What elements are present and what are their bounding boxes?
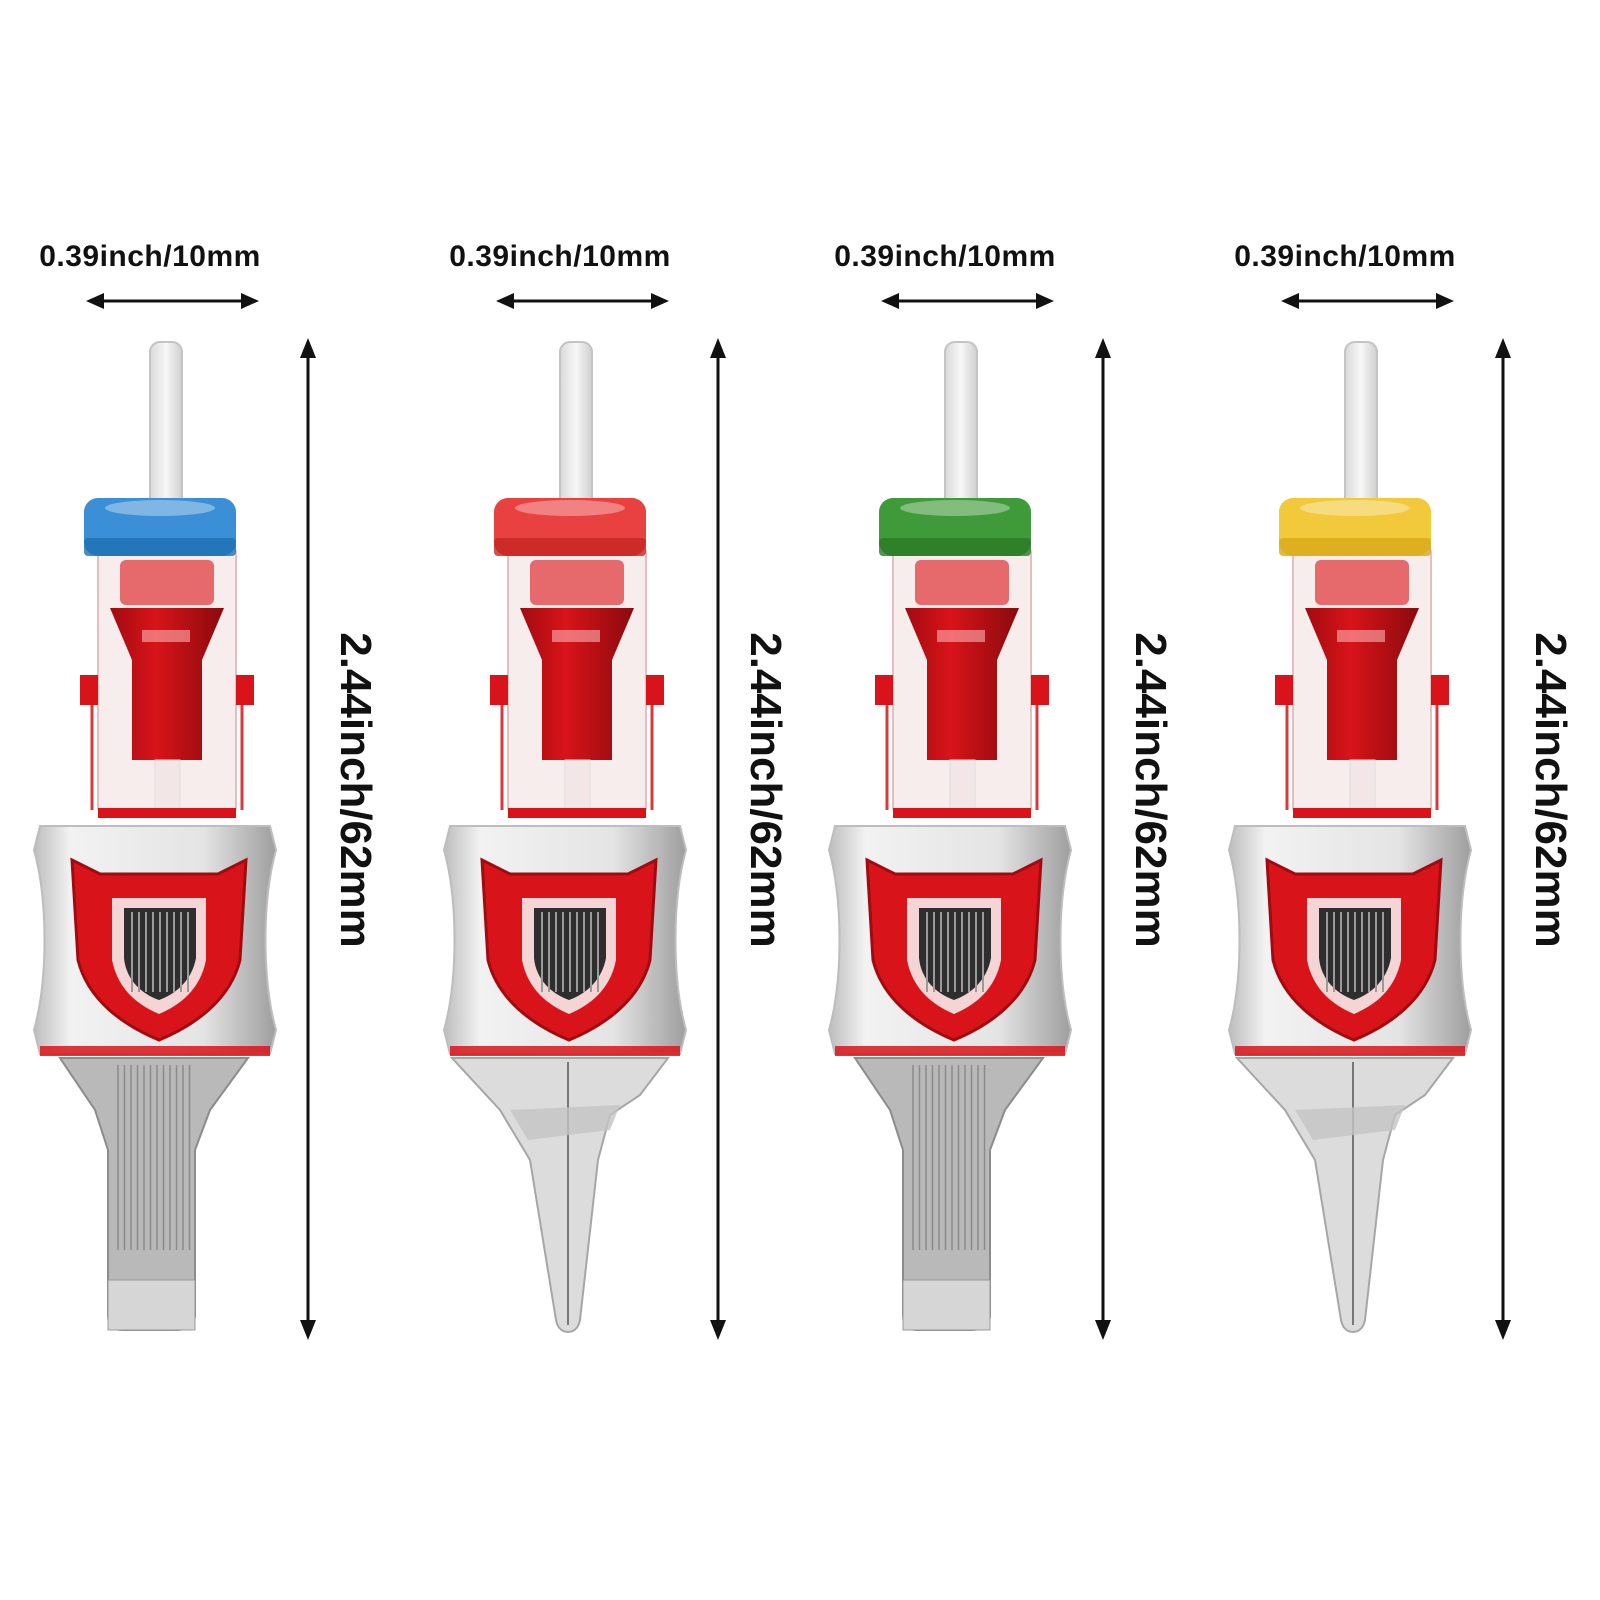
magnum-needle-tip (853, 1057, 1045, 1331)
shield-logo (1265, 857, 1443, 1042)
cartridge-unit: 0.39inch/10mm 2.44inch/62mm (795, 0, 1195, 1600)
width-dimension-label: 0.39inch/10mm (449, 240, 671, 273)
round-liner-needle-tip (449, 1057, 671, 1334)
cartridge-unit: 0.39inch/10mm 2.44inch/62mm (1195, 0, 1595, 1600)
shield-logo (70, 857, 248, 1042)
drive-bar (559, 341, 593, 513)
height-arrow (1495, 338, 1511, 1340)
height-dimension-label: 2.44inch/62mm (741, 632, 790, 948)
width-dimension-label: 0.39inch/10mm (834, 240, 1056, 273)
width-arrow (881, 293, 1054, 309)
drive-bar (149, 341, 183, 513)
color-cap (84, 498, 236, 556)
height-arrow (300, 338, 316, 1340)
width-arrow (496, 293, 669, 309)
round-liner-needle-tip (1234, 1057, 1456, 1334)
color-cap (1279, 498, 1431, 556)
height-dimension-label: 2.44inch/62mm (1526, 632, 1575, 948)
cartridge-illustration (1227, 293, 1511, 1340)
color-cap (879, 498, 1031, 556)
width-dimension-label: 0.39inch/10mm (1234, 240, 1456, 273)
cartridge-unit: 0.39inch/10mm 2.44inch/62mm (0, 0, 400, 1600)
color-cap (494, 498, 646, 556)
cartridge-illustration (32, 293, 316, 1340)
height-arrow (710, 338, 726, 1340)
red-inner-core (1293, 560, 1431, 818)
drive-bar (1344, 341, 1378, 513)
height-arrow (1095, 338, 1111, 1340)
cartridge-illustration (827, 293, 1111, 1340)
width-dimension-label: 0.39inch/10mm (39, 240, 261, 273)
shield-logo (480, 857, 658, 1042)
drive-bar (944, 341, 978, 513)
height-dimension-label: 2.44inch/62mm (331, 632, 380, 948)
magnum-needle-tip (58, 1057, 250, 1331)
height-dimension-label: 2.44inch/62mm (1126, 632, 1175, 948)
width-arrow (1281, 293, 1454, 309)
cartridge-illustration (442, 293, 726, 1340)
cartridge-unit: 0.39inch/10mm 2.44inch/62mm (410, 0, 810, 1600)
red-inner-core (508, 560, 646, 818)
shield-logo (865, 857, 1043, 1042)
width-arrow (86, 293, 259, 309)
red-inner-core (98, 560, 236, 818)
red-inner-core (893, 560, 1031, 818)
